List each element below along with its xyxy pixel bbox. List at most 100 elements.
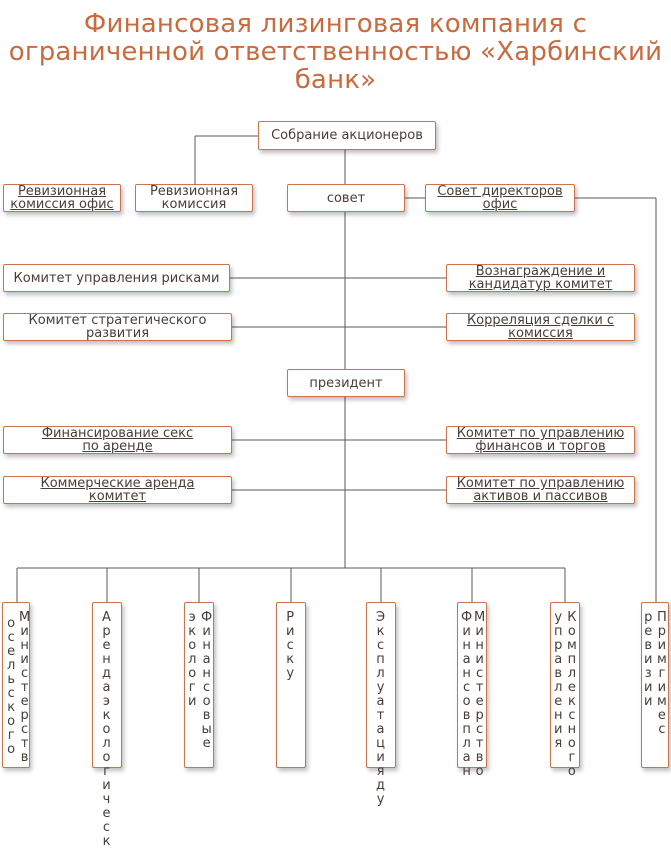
department-letter: н bbox=[202, 666, 211, 681]
department-letter: г bbox=[658, 666, 666, 681]
department-letter: П bbox=[657, 610, 667, 625]
audit-commission-label: Ревизионная комиссия bbox=[149, 184, 239, 212]
department-letter: п bbox=[554, 624, 563, 639]
department-letter: А bbox=[102, 610, 111, 625]
audit-office-box[interactable]: Ревизионная комиссия офис bbox=[3, 184, 121, 212]
department-letter: г bbox=[103, 764, 110, 779]
department-letter: е bbox=[554, 694, 563, 709]
department-letter: е bbox=[202, 736, 211, 751]
department-letter: л bbox=[554, 680, 563, 695]
department-letter: р bbox=[20, 708, 29, 723]
department-letter: а bbox=[462, 750, 471, 765]
department-letter: М bbox=[19, 610, 31, 625]
department-letter: с bbox=[203, 680, 211, 695]
department-letter: о bbox=[567, 624, 576, 639]
department-letter: н bbox=[475, 638, 484, 653]
department-letter: в bbox=[475, 750, 484, 765]
commercial-leasing-box[interactable]: Коммерческие аренда комитет bbox=[3, 476, 232, 504]
department-letter: с bbox=[7, 630, 15, 645]
department-letter: а bbox=[462, 652, 471, 667]
department-letter: и bbox=[202, 624, 211, 639]
department-letter: к bbox=[102, 708, 111, 723]
department-letter: о bbox=[462, 694, 471, 709]
department-letter: у bbox=[376, 792, 385, 807]
remuneration-committee-box[interactable]: Вознаграждение и кандидатур комитет bbox=[446, 264, 635, 292]
department-letter: н bbox=[202, 638, 211, 653]
department-letter: а bbox=[102, 680, 111, 695]
department-letter: с bbox=[376, 638, 385, 653]
department-letter: м bbox=[657, 694, 667, 709]
department-letter: о bbox=[567, 764, 576, 779]
president-box[interactable]: президент bbox=[287, 369, 405, 397]
strategy-committee-label: Комитет стратегического развития bbox=[28, 313, 207, 341]
department-letter: л bbox=[376, 666, 385, 681]
risk-committee-box[interactable]: Комитет управления рисками bbox=[3, 264, 230, 292]
department-letter: с bbox=[476, 722, 484, 737]
department-letter: с bbox=[286, 638, 294, 653]
department-letter: н bbox=[462, 638, 471, 653]
department-letter: с bbox=[7, 686, 15, 701]
department-letter: л bbox=[188, 652, 197, 667]
department-letter: с bbox=[568, 708, 576, 723]
board-directors-label: Совет директоров офис bbox=[437, 184, 563, 212]
connector-lines bbox=[16, 135, 657, 602]
department-letter: г bbox=[7, 728, 15, 743]
finance-tender-committee-label: Комитет по управлению финансов и торгов bbox=[456, 426, 625, 454]
department-letter: с bbox=[21, 722, 29, 737]
related-party-committee-box[interactable]: Корреляция сделки с комиссия bbox=[446, 313, 635, 341]
board-box[interactable]: совет bbox=[287, 184, 405, 212]
department-letter: ч bbox=[102, 792, 111, 807]
department-letter: в bbox=[202, 708, 211, 723]
audit-office-label: Ревизионная комиссия офис bbox=[10, 184, 114, 212]
department-letter: и bbox=[188, 694, 197, 709]
department-letter: е bbox=[102, 638, 111, 653]
diagram-title: Финансовая лизинговая компания с огранич… bbox=[8, 9, 663, 95]
department-letter: к bbox=[102, 834, 111, 849]
department-letter: т bbox=[20, 736, 29, 751]
department-letter: к bbox=[188, 624, 197, 639]
department-letter: и bbox=[20, 624, 29, 639]
related-party-committee-label: Корреляция сделки с комиссия bbox=[466, 313, 615, 341]
department-letter: в bbox=[644, 638, 653, 653]
leasing-finance-box[interactable]: Финансирование секс по аренде bbox=[3, 426, 232, 454]
department-letter: с bbox=[476, 666, 484, 681]
asset-liability-committee-label: Комитет по управлению активов и пассивов bbox=[456, 476, 625, 504]
department-letter: н bbox=[554, 708, 563, 723]
department-letter: а bbox=[202, 652, 211, 667]
board-label: совет bbox=[326, 190, 366, 206]
finance-tender-committee-box[interactable]: Комитет по управлению финансов и торгов bbox=[446, 426, 635, 454]
department-letter: е bbox=[644, 624, 653, 639]
department-letter: н bbox=[462, 666, 471, 681]
department-letter: е bbox=[475, 694, 484, 709]
audit-commission-box[interactable]: Ревизионная комиссия bbox=[135, 184, 253, 212]
department-letter: у bbox=[554, 610, 563, 625]
board-directors-box[interactable]: Совет директоров офис bbox=[425, 184, 575, 212]
department-letter: н bbox=[462, 764, 471, 779]
department-letter: л bbox=[102, 736, 111, 751]
department-letter: о bbox=[202, 694, 211, 709]
asset-liability-committee-box[interactable]: Комитет по управлению активов и пассивов bbox=[446, 476, 635, 504]
department-letter: е bbox=[657, 708, 666, 723]
department-letter: э bbox=[188, 610, 196, 625]
strategy-committee-box[interactable]: Комитет стратегического развития bbox=[3, 313, 232, 341]
department-letter: и bbox=[286, 624, 295, 639]
department-letter: о bbox=[102, 722, 111, 737]
department-letter: и bbox=[475, 652, 484, 667]
department-letter: н bbox=[20, 638, 29, 653]
shareholders-box[interactable]: Собрание акционеров bbox=[258, 121, 436, 150]
department-letter: в bbox=[20, 750, 29, 765]
department-letter: с bbox=[463, 680, 471, 695]
